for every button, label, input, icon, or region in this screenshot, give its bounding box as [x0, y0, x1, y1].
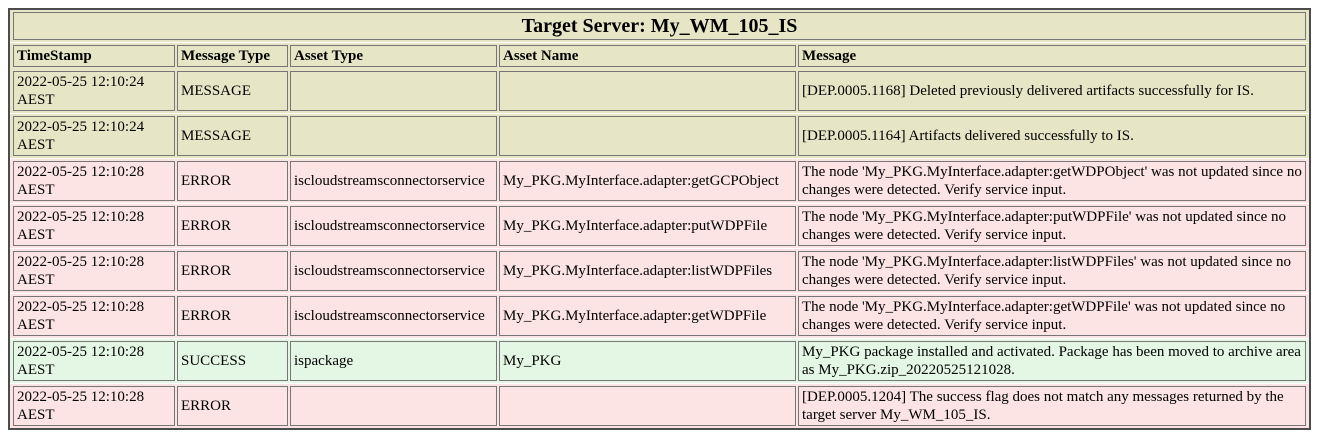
table-header-band: TimeStamp Message Type Asset Type Asset …	[10, 43, 1309, 69]
table-row: 2022-05-25 12:10:24 AEST MESSAGE [DEP.00…	[10, 69, 1309, 113]
cell-message: The node 'My_PKG.MyInterface.adapter:lis…	[798, 251, 1306, 291]
column-header-asset-type: Asset Type	[290, 45, 497, 67]
cell-message-type: ERROR	[177, 251, 288, 291]
cell-asset-type	[290, 116, 497, 156]
cell-asset-name: My_PKG.MyInterface.adapter:listWDPFiles	[499, 251, 796, 291]
deployment-report-table: Target Server: My_WM_105_IS TimeStamp Me…	[8, 8, 1311, 430]
cell-asset-type	[290, 71, 497, 111]
cell-asset-name: My_PKG	[499, 341, 796, 381]
cell-timestamp: 2022-05-25 12:10:24 AEST	[13, 71, 175, 111]
cell-message-type: ERROR	[177, 161, 288, 201]
cell-message: The node 'My_PKG.MyInterface.adapter:get…	[798, 161, 1306, 201]
cell-asset-type: iscloudstreamsconnectorservice	[290, 251, 497, 291]
cell-message-type: ERROR	[177, 296, 288, 336]
column-header-asset-name: Asset Name	[499, 45, 796, 67]
cell-message-type: ERROR	[177, 386, 288, 426]
cell-asset-name: My_PKG.MyInterface.adapter:putWDPFile	[499, 206, 796, 246]
cell-timestamp: 2022-05-25 12:10:28 AEST	[13, 341, 175, 381]
cell-timestamp: 2022-05-25 12:10:28 AEST	[13, 296, 175, 336]
cell-timestamp: 2022-05-25 12:10:28 AEST	[13, 206, 175, 246]
table-row: 2022-05-25 12:10:28 AEST ERROR iscloudst…	[10, 204, 1309, 248]
cell-timestamp: 2022-05-25 12:10:28 AEST	[13, 161, 175, 201]
cell-message: [DEP.0005.1168] Deleted previously deliv…	[798, 71, 1306, 111]
table-row: 2022-05-25 12:10:28 AEST ERROR [DEP.0005…	[10, 384, 1309, 428]
table-row: 2022-05-25 12:10:28 AEST SUCCESS ispacka…	[10, 339, 1309, 383]
cell-message: My_PKG package installed and activated. …	[798, 341, 1306, 381]
cell-asset-type: iscloudstreamsconnectorservice	[290, 161, 497, 201]
cell-message: [DEP.0005.1204] The success flag does no…	[798, 386, 1306, 426]
table-row: 2022-05-25 12:10:28 AEST ERROR iscloudst…	[10, 159, 1309, 203]
cell-message: The node 'My_PKG.MyInterface.adapter:get…	[798, 296, 1306, 336]
cell-asset-type	[290, 386, 497, 426]
cell-message-type: SUCCESS	[177, 341, 288, 381]
cell-asset-type: iscloudstreamsconnectorservice	[290, 206, 497, 246]
cell-message-type: MESSAGE	[177, 116, 288, 156]
cell-asset-name	[499, 116, 796, 156]
cell-message-type: ERROR	[177, 206, 288, 246]
column-header-timestamp: TimeStamp	[13, 45, 175, 67]
cell-asset-name	[499, 386, 796, 426]
cell-message: The node 'My_PKG.MyInterface.adapter:put…	[798, 206, 1306, 246]
table-row: 2022-05-25 12:10:28 AEST ERROR iscloudst…	[10, 249, 1309, 293]
table-body: 2022-05-25 12:10:24 AEST MESSAGE [DEP.00…	[10, 69, 1309, 428]
cell-message-type: MESSAGE	[177, 71, 288, 111]
report-title-band: Target Server: My_WM_105_IS	[10, 10, 1309, 42]
cell-asset-name	[499, 71, 796, 111]
cell-message: [DEP.0005.1164] Artifacts delivered succ…	[798, 116, 1306, 156]
column-header-message: Message	[798, 45, 1306, 67]
table-row: 2022-05-25 12:10:28 AEST ERROR iscloudst…	[10, 294, 1309, 338]
cell-timestamp: 2022-05-25 12:10:24 AEST	[13, 116, 175, 156]
table-row: 2022-05-25 12:10:24 AEST MESSAGE [DEP.00…	[10, 114, 1309, 158]
column-header-message-type: Message Type	[177, 45, 288, 67]
table-header-row: TimeStamp Message Type Asset Type Asset …	[13, 45, 1306, 67]
cell-timestamp: 2022-05-25 12:10:28 AEST	[13, 386, 175, 426]
cell-asset-type: iscloudstreamsconnectorservice	[290, 296, 497, 336]
cell-asset-type: ispackage	[290, 341, 497, 381]
cell-timestamp: 2022-05-25 12:10:28 AEST	[13, 251, 175, 291]
cell-asset-name: My_PKG.MyInterface.adapter:getWDPFile	[499, 296, 796, 336]
report-title: Target Server: My_WM_105_IS	[13, 12, 1306, 40]
cell-asset-name: My_PKG.MyInterface.adapter:getGCPObject	[499, 161, 796, 201]
